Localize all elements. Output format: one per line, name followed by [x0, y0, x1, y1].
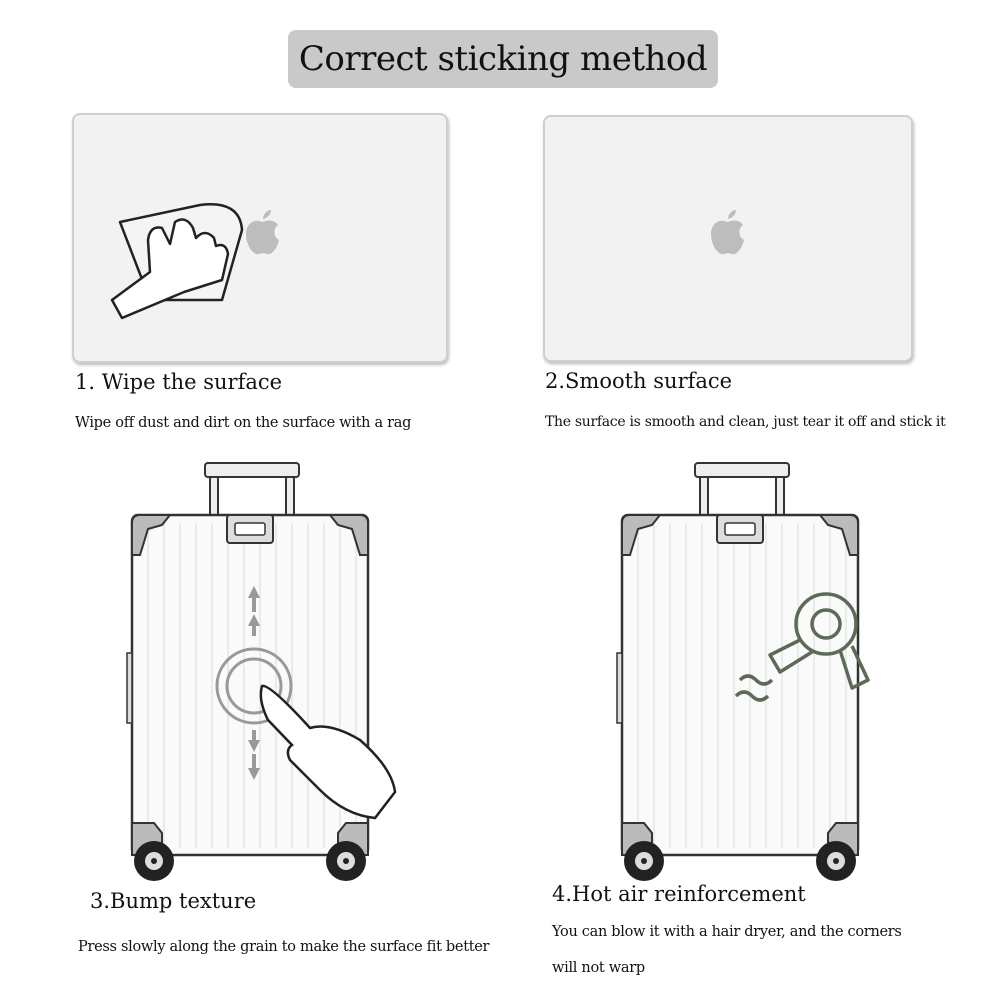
apple-logo-icon	[246, 210, 279, 255]
step-1-desc: Wipe off dust and dirt on the surface wi…	[75, 415, 412, 431]
apple-logo-icon	[711, 210, 744, 255]
step-2-title: 2.Smooth surface	[545, 369, 733, 393]
step-4-desc-line-1: You can blow it with a hair dryer, and t…	[552, 924, 902, 940]
hair-dryer-icon	[734, 592, 870, 702]
step-4-desc-line-2: will not warp	[552, 960, 645, 976]
finger-press-icon	[215, 586, 397, 820]
step-2-desc: The surface is smooth and clean, just te…	[545, 414, 946, 430]
page-title: Correct sticking method	[288, 30, 718, 88]
hand-wipe-icon	[110, 203, 244, 320]
step-4-title: 4.Hot air reinforcement	[552, 882, 806, 906]
suitcase-right	[615, 461, 860, 883]
step-1-title: 1. Wipe the surface	[75, 370, 283, 394]
step-3-desc: Press slowly along the grain to make the…	[78, 939, 490, 955]
step-3-title: 3.Bump texture	[90, 889, 257, 913]
suitcase-left	[125, 461, 370, 883]
